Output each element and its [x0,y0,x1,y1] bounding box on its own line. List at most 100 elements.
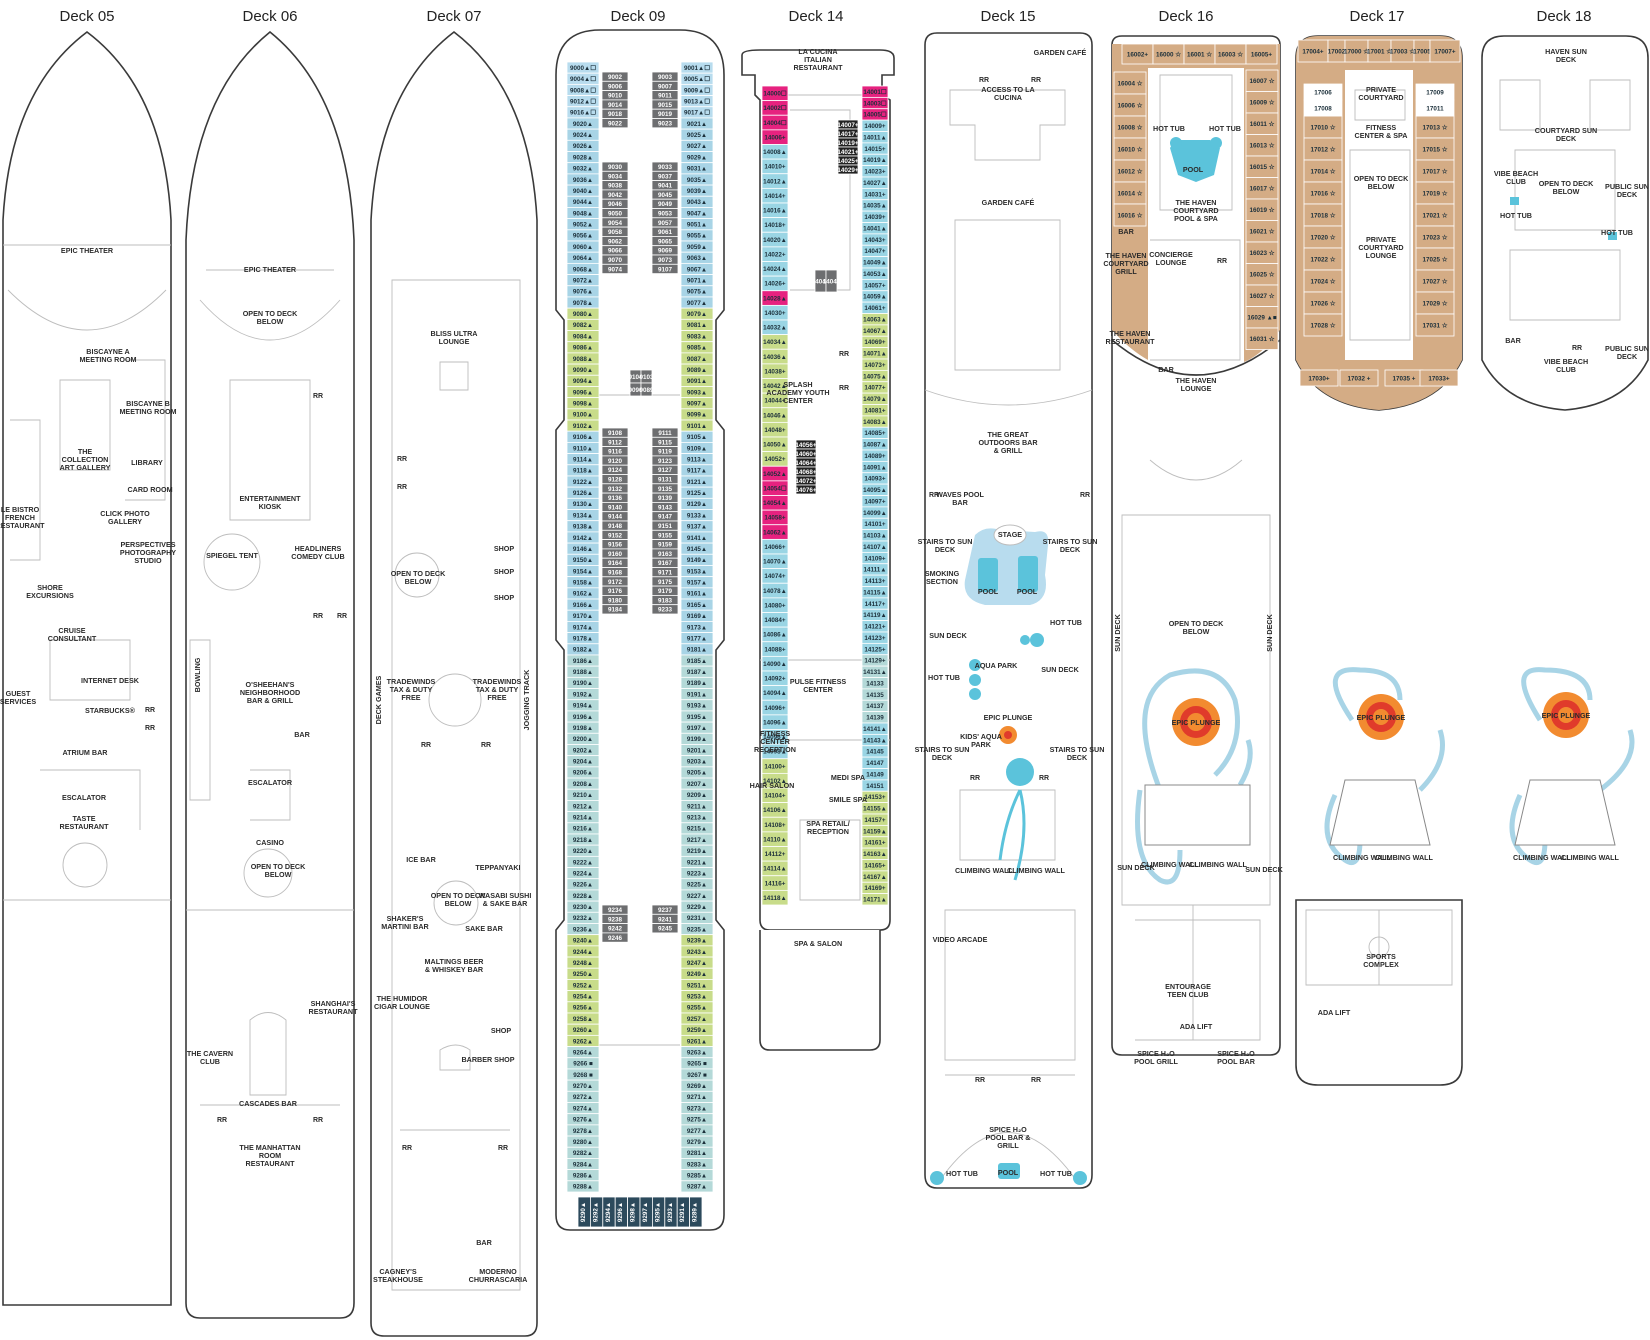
cabin[interactable]: 9093▲ [680,386,714,399]
cabin[interactable]: 14084+ [761,612,789,628]
cabin[interactable]: 9205▲ [680,766,714,779]
cabin[interactable]: 9278▲ [566,1124,600,1137]
cabin[interactable]: 14125+ [861,642,889,656]
cabin[interactable]: 9239▲ [680,934,714,947]
cabin[interactable]: 9233 [651,604,679,615]
cabin[interactable]: 16002+ [1121,43,1154,65]
cabin[interactable]: 9008▲☐ [566,83,600,96]
cabin[interactable]: 9224▲ [566,867,600,880]
cabin[interactable]: 9171 [651,567,679,578]
cabin[interactable]: 9094▲ [566,374,600,387]
cabin[interactable]: 9111 [651,427,679,438]
cabin[interactable]: 9238 [601,913,629,924]
cabin[interactable]: 9268 ■ [566,1068,600,1081]
cabin[interactable]: 9033 [651,161,679,172]
cabin[interactable]: 14171▲ [861,893,889,906]
cabin[interactable]: 9157▲ [680,576,714,589]
cabin[interactable]: 14079▲ [861,392,889,405]
cabin[interactable]: 9292▲ [590,1196,604,1228]
cabin[interactable]: 9124 [601,464,629,475]
cabin[interactable]: 9165▲ [680,598,714,611]
cabin[interactable]: 17025 ☆ [1415,247,1455,271]
cabin[interactable]: 9037 [651,170,679,182]
cabin[interactable]: 9253▲ [680,990,714,1003]
cabin[interactable]: 16001 ☆ [1183,43,1216,65]
cabin[interactable]: 14000☐ [761,85,789,102]
cabin[interactable]: 9248▲ [566,956,600,969]
cabin[interactable]: 14071▲ [861,347,889,360]
cabin[interactable]: 14143▲ [861,733,889,747]
cabin[interactable]: 14076+ [795,484,817,495]
cabin[interactable]: 16027 ☆ [1245,284,1279,307]
cabin[interactable]: 9245 [651,923,679,934]
cabin[interactable]: 17013 ☆ [1415,115,1455,139]
cabin[interactable]: 14054▲ [761,495,789,511]
cabin[interactable]: 14075▲ [861,369,889,383]
cabin[interactable]: 14011▲ [861,131,889,144]
cabin[interactable]: 14110▲ [761,831,789,847]
cabin[interactable]: 9064▲ [566,251,600,264]
cabin[interactable]: 14131▲ [861,665,889,678]
cabin[interactable]: 9228▲ [566,889,600,902]
cabin[interactable]: 14039+ [861,210,889,223]
cabin[interactable]: 9005▲☐ [680,72,714,85]
cabin[interactable]: 9236▲ [566,923,600,936]
cabin[interactable]: 9081▲ [680,318,714,331]
cabin[interactable]: 16025 ☆ [1245,263,1279,286]
cabin[interactable]: 9088▲ [566,352,600,365]
cabin[interactable]: 9259▲ [680,1023,714,1036]
cabin[interactable]: 14058+ [761,509,789,526]
cabin[interactable]: 9106▲ [566,430,600,443]
cabin[interactable]: 9045 [651,189,679,200]
cabin[interactable]: 9266 ■ [566,1057,600,1070]
cabin[interactable]: 9085▲ [680,341,714,354]
cabin[interactable]: 9063▲ [680,251,714,264]
cabin[interactable]: 17004+ [1297,39,1329,63]
cabin[interactable]: 9176 [601,585,629,596]
cabin[interactable]: 14017+ [837,128,859,139]
cabin[interactable]: 9162▲ [566,587,600,600]
cabin[interactable]: 9214▲ [566,811,600,824]
cabin[interactable]: 9141▲ [680,531,714,544]
cabin[interactable]: 16016 ☆ [1113,203,1147,227]
cabin[interactable]: 9202▲ [566,744,600,757]
cabin[interactable]: 9017▲☐ [680,106,714,119]
cabin[interactable]: 14085+ [861,426,889,440]
cabin[interactable]: 9297▲ [639,1196,653,1228]
cabin[interactable]: 17007+ [1429,39,1461,63]
cabin[interactable]: 9050 [601,208,629,219]
cabin[interactable]: 14151 [861,779,889,792]
cabin[interactable]: 9207▲ [680,777,714,790]
cabin[interactable]: 14064+ [795,457,817,468]
cabin[interactable]: 9130▲ [566,497,600,510]
cabin[interactable]: 9069 [651,245,679,256]
cabin[interactable]: 9209▲ [680,788,714,801]
cabin[interactable]: 9028▲ [566,151,600,164]
cabin[interactable]: 14002☐ [761,100,789,116]
cabin[interactable]: 9139 [651,492,679,503]
cabin[interactable]: 9159 [651,539,679,550]
cabin[interactable]: 14005☐ [861,108,889,121]
cabin[interactable]: 9201▲ [680,744,714,757]
cabin[interactable]: 14024▲ [761,261,789,277]
cabin[interactable]: 9025▲ [680,128,714,141]
cabin[interactable]: 9042 [601,189,629,200]
cabin[interactable]: 9161▲ [680,587,714,600]
cabin[interactable]: 9078▲ [566,296,600,309]
cabin[interactable]: 16003 ☆ [1214,43,1247,65]
cabin[interactable]: 9075▲ [680,285,714,298]
cabin[interactable]: 14038+ [761,363,789,379]
cabin[interactable]: 9132 [601,483,629,494]
cabin[interactable]: 9199▲ [680,732,714,745]
cabin[interactable]: 9047▲ [680,207,714,220]
cabin[interactable]: 9021▲ [680,117,714,130]
cabin[interactable]: 9257▲ [680,1012,714,1025]
cabin[interactable]: 9087▲ [680,352,714,365]
cabin[interactable]: 14046▲ [761,407,789,423]
cabin[interactable]: 17028 ☆ [1303,313,1343,337]
cabin[interactable]: 9118▲ [566,464,600,477]
cabin[interactable]: 9020▲ [566,117,600,130]
cabin[interactable]: 9148 [601,520,629,531]
cabin[interactable]: 14167▲ [861,870,889,883]
cabin[interactable]: 9004▲☐ [566,72,600,85]
